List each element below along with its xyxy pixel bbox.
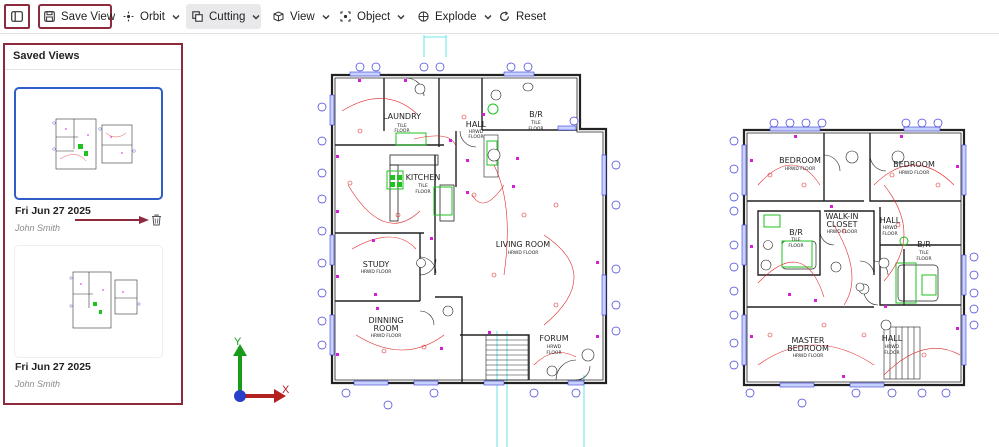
panel-left-icon: [11, 11, 23, 22]
svg-text:FLOOR: FLOOR: [916, 256, 931, 262]
svg-text:B/R: B/R: [917, 240, 931, 249]
svg-text:FLOOR: FLOOR: [468, 134, 483, 140]
axis-triad: [233, 344, 286, 403]
sidebar-toggle-button[interactable]: [4, 4, 30, 29]
svg-text:HRWD FLOOR: HRWD FLOOR: [827, 229, 858, 235]
svg-text:HRWD FLOOR: HRWD FLOOR: [508, 250, 539, 256]
saved-view-thumbnail[interactable]: [14, 245, 163, 358]
svg-text:B/R: B/R: [789, 228, 803, 237]
y-axis-label: Y: [234, 336, 242, 348]
cutting-icon: [192, 11, 203, 22]
svg-text:ROOM: ROOM: [373, 324, 398, 333]
orbit-label: Orbit: [140, 10, 165, 23]
divider: [5, 69, 181, 70]
svg-text:B/R: B/R: [529, 110, 543, 119]
trash-icon: [152, 214, 161, 226]
saved-views-title: Saved Views: [13, 50, 80, 62]
saved-view-user: John Smith: [15, 379, 61, 389]
svg-text:BEDROOM: BEDROOM: [893, 160, 935, 169]
svg-text:HRWD: HRWD: [547, 344, 562, 350]
svg-text:FLOOR: FLOOR: [546, 350, 561, 356]
save-view-button[interactable]: Save View: [38, 4, 116, 29]
svg-text:FLOOR: FLOOR: [415, 189, 430, 195]
svg-text:DINNING: DINNING: [368, 316, 403, 325]
saved-view-date: Fri Jun 27 2025: [15, 205, 91, 217]
cutting-label: Cutting: [209, 10, 246, 23]
svg-text:FLOOR: FLOOR: [884, 350, 899, 356]
svg-text:HALL: HALL: [882, 334, 903, 343]
reset-button[interactable]: Reset: [493, 4, 552, 29]
view-label: View: [290, 10, 315, 23]
svg-text:HALL: HALL: [466, 120, 487, 129]
annotation-arrow: [75, 216, 149, 224]
svg-text:TILE: TILE: [417, 183, 428, 189]
svg-text:FLOOR: FLOOR: [394, 128, 409, 134]
svg-text:HRWD FLOOR: HRWD FLOOR: [371, 333, 402, 339]
svg-text:LAUNDRY: LAUNDRY: [383, 112, 421, 121]
svg-text:HRWD FLOOR: HRWD FLOOR: [785, 166, 816, 172]
view-dropdown[interactable]: View: [267, 4, 337, 29]
svg-text:FLOOR: FLOOR: [788, 243, 803, 249]
object-dropdown[interactable]: Object: [334, 4, 412, 29]
svg-text:HALL: HALL: [880, 216, 901, 225]
object-label: Object: [357, 10, 391, 23]
explode-dropdown[interactable]: Explode: [412, 4, 499, 29]
svg-text:FORUM: FORUM: [539, 334, 568, 343]
svg-text:TILE: TILE: [790, 237, 801, 243]
delete-view-button[interactable]: [151, 213, 162, 226]
svg-text:TILE: TILE: [530, 120, 541, 126]
chevron-down-icon: [396, 12, 406, 22]
svg-text:HRWD FLOOR: HRWD FLOOR: [899, 170, 930, 176]
svg-text:LIVING ROOM: LIVING ROOM: [496, 240, 551, 249]
svg-text:MASTER: MASTER: [792, 336, 825, 345]
saved-view-thumbnail[interactable]: [14, 87, 163, 200]
chevron-down-icon: [171, 12, 181, 22]
svg-text:KITCHEN: KITCHEN: [406, 173, 441, 182]
view-cube-icon: [273, 11, 284, 22]
svg-text:HRWD FLOOR: HRWD FLOOR: [361, 269, 392, 275]
reset-icon: [499, 11, 510, 22]
svg-text:CLOSET: CLOSET: [826, 220, 857, 229]
floor-plan-thumbnail: [52, 118, 136, 170]
svg-text:BEDROOM: BEDROOM: [779, 156, 821, 165]
reset-label: Reset: [516, 10, 547, 23]
chevron-down-icon: [321, 12, 331, 22]
svg-text:HRWD: HRWD: [883, 225, 898, 231]
orbit-dropdown[interactable]: Orbit: [117, 4, 187, 29]
saved-view-user: John Smith: [15, 223, 61, 233]
svg-text:FLOOR: FLOOR: [882, 231, 897, 237]
floor-plan-thumbnail: [69, 271, 141, 329]
svg-text:TILE: TILE: [396, 123, 407, 129]
x-axis-label: X: [282, 384, 290, 396]
svg-text:HRWD: HRWD: [469, 129, 484, 135]
chevron-down-icon: [483, 12, 493, 22]
saved-view-date: Fri Jun 27 2025: [15, 361, 91, 373]
saved-views-panel: Saved Views Fri Jun 27 2025 John Smith: [3, 43, 183, 405]
svg-text:FLOOR: FLOOR: [528, 126, 543, 132]
object-select-icon: [340, 11, 351, 22]
chevron-down-icon: [251, 12, 261, 22]
explode-label: Explode: [435, 10, 477, 23]
save-view-label: Save View: [61, 10, 116, 23]
cutting-dropdown[interactable]: Cutting: [186, 4, 261, 29]
save-icon: [44, 11, 55, 22]
orbit-icon: [123, 11, 134, 22]
toolbar: Save View Orbit Cutting View: [0, 0, 999, 34]
svg-text:STUDY: STUDY: [363, 260, 390, 269]
svg-text:HRWD FLOOR: HRWD FLOOR: [793, 353, 824, 359]
explode-icon: [418, 11, 429, 22]
svg-text:WALK-IN: WALK-IN: [825, 212, 858, 221]
svg-text:HRWD: HRWD: [885, 344, 900, 350]
svg-text:BEDROOM: BEDROOM: [787, 344, 829, 353]
svg-text:TILE: TILE: [918, 250, 929, 256]
